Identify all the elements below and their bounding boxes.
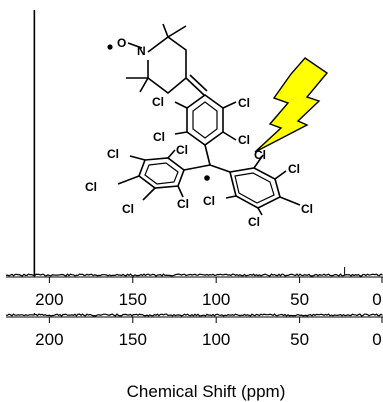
methyl-bond-1 (162, 23, 169, 38)
methyl-bond-4 (139, 77, 149, 93)
methyl-bond-2 (167, 25, 187, 38)
top-tick-label-150: 150 (119, 290, 147, 309)
top-tick-label-0: 0 (372, 290, 381, 309)
tempo-ring (126, 23, 208, 96)
cl-label-8: Cl (122, 202, 134, 216)
top-x-axis-tick-labels: 200 150 100 50 0 (35, 290, 382, 309)
top-tick-label-100: 100 (202, 290, 230, 309)
right-phenyl-ring (209, 154, 301, 216)
piperidine-ring (147, 36, 187, 95)
n-o-bond (127, 42, 143, 49)
cl-label-3: Cl (153, 130, 165, 144)
bottom-tick-label-100: 100 (202, 330, 230, 349)
bottom-spectrum-baseline (5, 313, 383, 317)
exocyclic-double-bond (189, 74, 208, 92)
left-phenyl-ring (117, 149, 211, 201)
central-phenyl-ring (174, 94, 237, 166)
radical-dot-carbon (204, 175, 210, 181)
nitroxide-radical: O N (107, 36, 146, 58)
top-spectrum: 200 150 100 50 0 (5, 10, 383, 309)
cl-label-1: Cl (152, 95, 164, 109)
top-spectrum-baseline (5, 273, 383, 277)
lightning-bolt-icon (254, 57, 329, 153)
cl-label-4: Cl (238, 133, 250, 147)
cl-label-9: Cl (177, 197, 189, 211)
bottom-tick-label-0: 0 (372, 330, 381, 349)
bottom-x-axis-tick-labels: 200 150 100 50 0 (35, 330, 382, 349)
cl-label-14: Cl (248, 215, 260, 229)
cl-label-12: Cl (203, 194, 215, 208)
cl-label-7: Cl (85, 180, 97, 194)
exocyclic-bond (185, 77, 205, 96)
top-tick-label-200: 200 (35, 290, 63, 309)
x-axis-title: Chemical Shift (ppm) (127, 382, 286, 401)
nitrogen-label: N (137, 44, 146, 58)
cl-label-11: Cl (288, 162, 300, 176)
top-x-axis-ticks (48, 277, 383, 283)
cl-label-2: Cl (238, 96, 250, 110)
cl-label-6: Cl (176, 143, 188, 157)
top-tick-label-50: 50 (290, 290, 309, 309)
bottom-x-axis-ticks (48, 317, 383, 323)
bottom-tick-label-200: 200 (35, 330, 63, 349)
central-radical (204, 175, 210, 181)
molecule-structure: O N (85, 23, 329, 229)
bottom-spectrum: 200 150 100 50 0 Chemical Shift (ppm) (5, 313, 383, 401)
cl-label-5: Cl (107, 147, 119, 161)
oxygen-label: O (117, 36, 126, 50)
radical-dot-nitroxide (107, 44, 113, 50)
chlorine-labels: Cl Cl Cl Cl Cl Cl Cl Cl Cl Cl Cl Cl Cl C… (85, 95, 313, 229)
bottom-tick-label-150: 150 (119, 330, 147, 349)
cl-label-13: Cl (301, 202, 313, 216)
bottom-tick-label-50: 50 (290, 330, 309, 349)
